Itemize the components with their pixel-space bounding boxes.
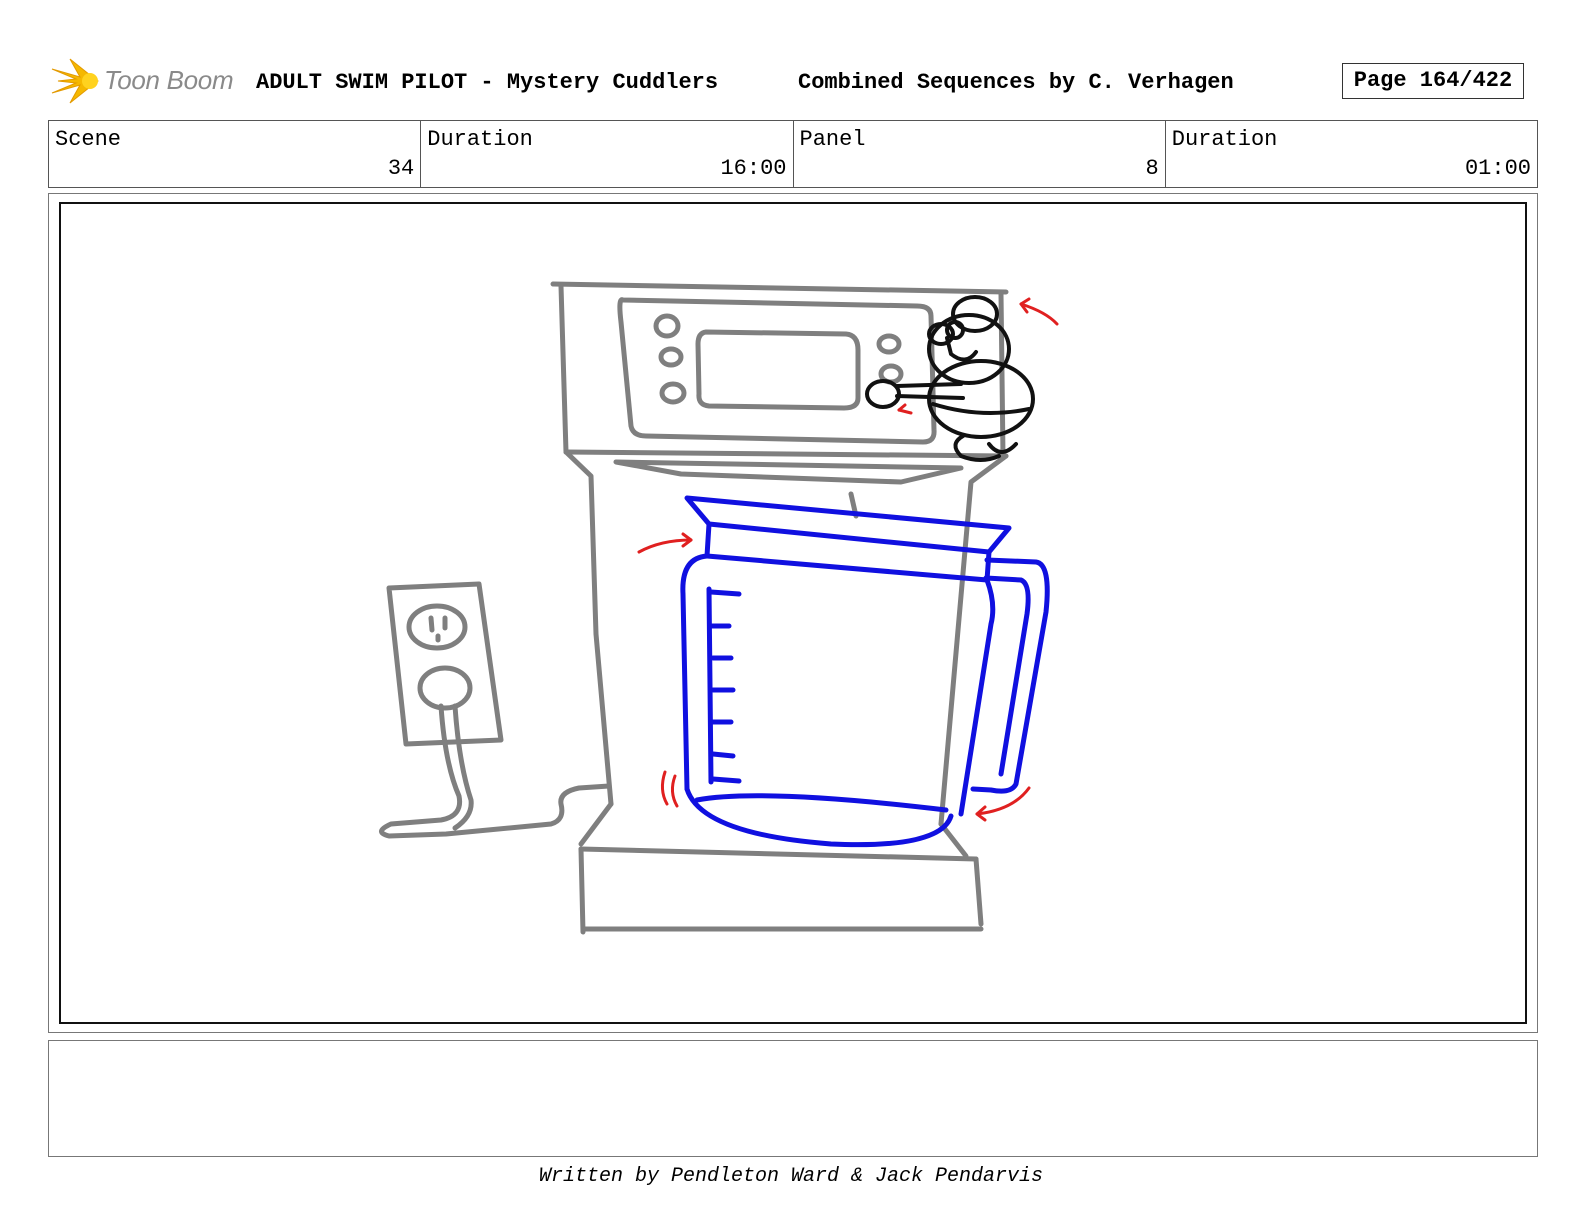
logo-text: Toon Boom (104, 65, 234, 95)
project-title: ADULT SWIM PILOT - Mystery Cuddlers (256, 70, 719, 95)
panel-duration-value: 01:00 (1464, 156, 1531, 181)
panel-value: 8 (1145, 156, 1159, 181)
footer-credit: Written by Pendleton Ward & Jack Pendarv… (538, 1165, 1044, 1188)
page-number: Page 164/422 (1342, 63, 1524, 99)
scene-cell: Scene 34 (49, 121, 422, 187)
panel-duration-cell: Duration 01:00 (1166, 121, 1537, 187)
starburst-icon (51, 58, 99, 104)
scene-duration-label: Duration (427, 127, 533, 152)
scene-duration-value: 16:00 (720, 156, 787, 181)
panel-label: Panel (799, 127, 866, 152)
coffee-maker-sketch (379, 281, 1009, 935)
coffee-carafe-sketch (680, 495, 1050, 848)
panel-duration-label: Duration (1171, 127, 1278, 152)
panel-cell: Panel 8 (794, 121, 1166, 187)
sequence-title: Combined Sequences by C. Verhagen (798, 70, 1234, 95)
toon-boom-logo: Toon Boom (50, 55, 250, 107)
character-sketch (865, 295, 1035, 462)
panel-sketch (379, 281, 1059, 935)
scene-info-row: Scene 34 Duration 16:00 Panel 8 Duration… (48, 120, 1538, 188)
page-header: Toon Boom ADULT SWIM PILOT - Mystery Cud… (50, 55, 1540, 107)
storyboard-panel-frame (48, 193, 1538, 1033)
scene-value: 34 (387, 156, 415, 181)
motion-arrows (637, 297, 1059, 822)
storyboard-panel (59, 202, 1527, 1024)
scene-duration-cell: Duration 16:00 (421, 121, 794, 187)
action-notes-box (48, 1040, 1538, 1157)
scene-label: Scene (55, 127, 122, 152)
